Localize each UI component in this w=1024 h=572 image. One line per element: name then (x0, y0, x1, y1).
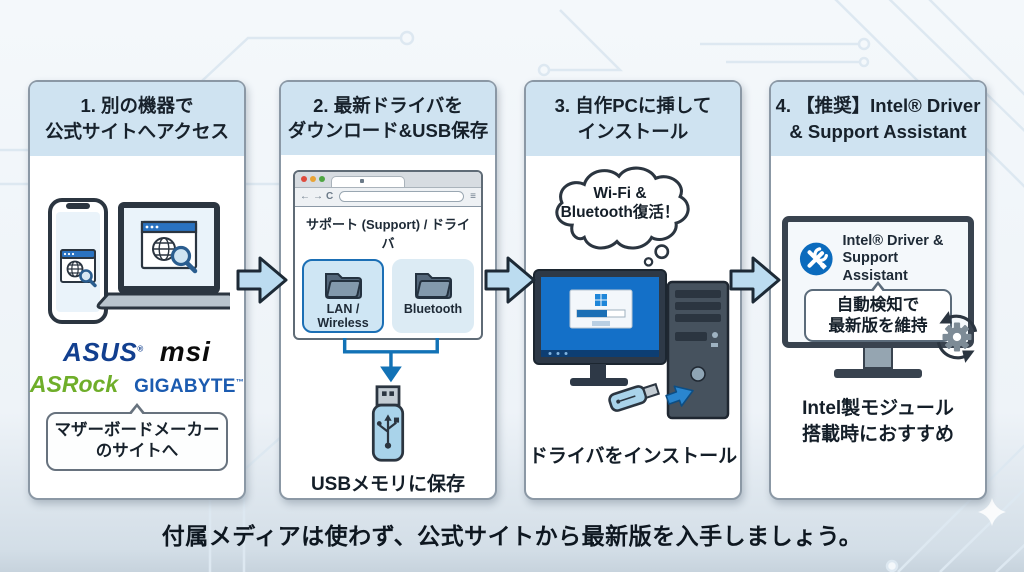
folder-label: Bluetooth (403, 301, 463, 316)
maker-site-speech-bubble: マザーボードメーカー のサイトへ (46, 403, 228, 471)
dsa-app-icon (799, 242, 833, 276)
close-icon (301, 176, 307, 183)
auto-update-bubble: 自動検知で 最新版を維持 (804, 281, 952, 343)
download-connector-arrow (342, 338, 439, 383)
browser-window: ← → C ≡ サポート (Support) / ドライバ LAN / Wire… (293, 169, 483, 341)
minimize-icon (310, 176, 316, 183)
folder-icon (325, 272, 362, 299)
pc-tower-icon (666, 280, 730, 420)
asus-logo: ASUS® (63, 337, 144, 367)
browser-titlebar (295, 171, 481, 188)
smartphone-icon (48, 198, 108, 324)
bluetooth-folder-card: Bluetooth (392, 258, 474, 333)
right-arrow-icon (729, 256, 781, 304)
reload-icon: C (326, 191, 334, 203)
monitor-base (834, 369, 922, 378)
monitor-stand (863, 348, 893, 369)
gigabyte-logo: GIGABYTE™ (134, 376, 245, 397)
folder-icon (415, 272, 452, 299)
back-icon: ← (300, 191, 310, 203)
step-4-title: 4. 【推奨】Intel® Driver & Support Assistant (771, 82, 985, 156)
thought-bubble-text: Wi-Fi & Bluetooth復活！ (560, 185, 680, 222)
insert-arrow-icon (665, 385, 694, 407)
step-1-title: 1. 別の機器で 公式サイトへアクセス (30, 82, 244, 156)
dsa-app-name: Intel® Driver & Support Assistant (842, 233, 944, 284)
tab-favicon (360, 179, 364, 184)
laptop-icon (96, 202, 230, 310)
step-1-panel: 1. 別の機器で 公式サイトへアクセス (28, 80, 246, 500)
step-4-panel: 4. 【推奨】Intel® Driver & Support Assistant… (769, 80, 987, 500)
update-gear-icon (936, 311, 978, 363)
monitor-icon: Intel® Driver & Support Assistant 自動検知で … (782, 216, 978, 363)
footer-caption: 付属メディアは使わず、公式サイトから最新版を入手しましょう。 (161, 523, 863, 549)
step-2-caption: USBメモリに保存 (310, 474, 466, 496)
phone-and-laptop-icon (48, 198, 230, 324)
wrench-screwdriver-icon (807, 247, 828, 270)
step-3-panel: 3. 自作PCに挿して インストール Wi-Fi & Bluetooth復活！ (524, 80, 742, 500)
browser-toolbar: ← → C ≡ (295, 187, 481, 207)
sparkle-decoration (978, 498, 1006, 526)
thought-bubble: Wi-Fi & Bluetooth復活！ (540, 162, 700, 268)
usb-insert-icon (608, 382, 661, 412)
usb-drive-icon (371, 384, 405, 462)
monitor-icon (533, 269, 667, 386)
maximize-icon (319, 176, 325, 183)
menu-icon: ≡ (470, 191, 476, 203)
step-2-title: 2. 最新ドライバを ダウンロード&USB保存 (281, 82, 495, 155)
address-bar (339, 191, 465, 203)
msi-logo: msi (159, 336, 211, 367)
step-2-panel: 2. 最新ドライバを ダウンロード&USB保存 ← → C ≡ サポート (Su… (279, 80, 497, 500)
desktop-pc-illustration (533, 269, 730, 420)
step-3-caption: ドライバをインストール (528, 446, 738, 467)
right-arrow-icon (484, 256, 536, 304)
support-driver-heading: サポート (Support) / ドライバ (306, 216, 470, 251)
windows-logo-icon (595, 294, 607, 306)
browser-tab (331, 175, 405, 187)
right-arrow-icon (236, 256, 288, 304)
progress-bar (577, 310, 607, 317)
folder-label: LAN / Wireless (317, 301, 369, 330)
motherboard-maker-logos: ASUS® msi ASRock GIGABYTE™ (30, 336, 244, 398)
forward-icon: → (313, 191, 323, 203)
asrock-logo: ASRock (29, 371, 119, 397)
step-4-caption: Intel製モジュール 搭載時におすすめ (801, 398, 954, 445)
dsa-monitor-illustration: Intel® Driver & Support Assistant 自動検知で … (782, 216, 978, 378)
lan-wireless-folder-card: LAN / Wireless (302, 258, 384, 333)
step-3-title: 3. 自作PCに挿して インストール (526, 82, 740, 156)
